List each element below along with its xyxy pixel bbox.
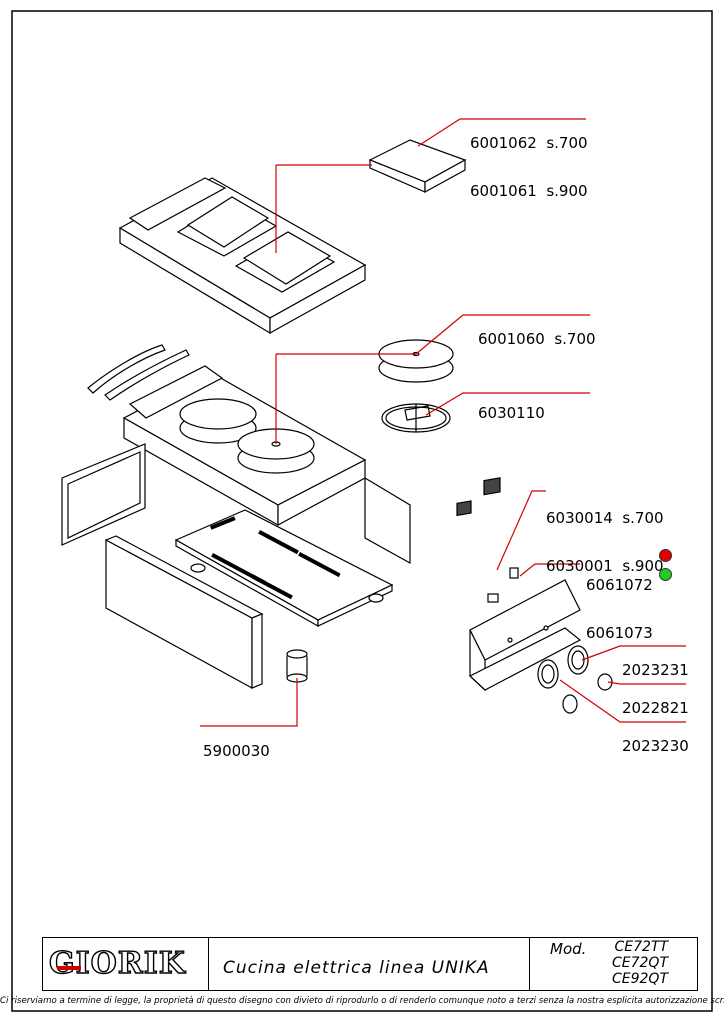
part-number: 2023231: [622, 661, 689, 679]
mod-label: Mod.: [550, 940, 587, 958]
logo-text: GIORIK: [48, 945, 186, 981]
trims: [87, 344, 190, 401]
plate-bracket-part: [381, 403, 451, 433]
product-description: Cucina elettrica linea UNIKA: [223, 958, 490, 978]
title-block: GIORIK Cucina elettrica linea UNIKA Mod.…: [42, 937, 698, 991]
part-number: 2022821: [622, 699, 689, 717]
part-label-knob-small: 2022821: [622, 668, 689, 732]
part-number: 6061072: [586, 576, 653, 594]
knob-parts: [537, 645, 613, 714]
model-code: CE72TT: [614, 939, 668, 955]
switch-parts: [456, 477, 519, 603]
part-number: 6001060 s.700: [478, 330, 596, 348]
part-label-pilot-lamps: 6061072 6061073: [586, 545, 653, 657]
part-number: 6030001 s.900: [546, 557, 664, 575]
round-plate-part: [378, 339, 454, 383]
part-label-knob-large: 2023231: [622, 630, 689, 694]
part-number: 6001061 s.900: [470, 182, 588, 200]
foot-part: [286, 649, 308, 683]
model-box: Mod. CE72TT CE72QT CE92QT: [529, 938, 698, 990]
part-label-foot: 5900030: [203, 711, 270, 775]
part-number: 6030110: [478, 404, 545, 422]
square-plate-hob: [118, 177, 367, 335]
cabinet-panels: [61, 443, 411, 690]
part-label-knob-ring: 2023230: [622, 706, 689, 770]
green-lamp-dot: [659, 568, 672, 581]
base-tray: [174, 509, 394, 628]
round-plate-hob: [122, 365, 367, 527]
leader-lines: [200, 118, 686, 727]
model-code: CE92QT: [611, 971, 668, 987]
part-number: 5900030: [203, 742, 270, 760]
part-number: 2023230: [622, 737, 689, 755]
red-lamp-dot: [659, 549, 672, 562]
part-number: 6030014 s.700: [546, 509, 664, 527]
brand-logo: GIORIK: [43, 938, 209, 990]
part-number: 6001062 s.700: [470, 134, 588, 152]
part-label-switch: 6030014 s.700 6030001 s.900: [546, 478, 664, 590]
part-label-plate-bracket: 6030110: [478, 373, 545, 437]
part-label-round-plate: 6001060 s.700: [478, 299, 596, 363]
logo-red-bar: [57, 966, 81, 970]
model-code: CE72QT: [611, 955, 668, 971]
part-number: 6061073: [586, 624, 653, 642]
part-label-plate-hob: 6001062 s.700 6001061 s.900: [470, 103, 588, 215]
loose-square-plate: [368, 139, 467, 194]
control-panel: [468, 579, 582, 692]
copyright-footer: Ci riserviamo a termine di legge, la pro…: [0, 996, 724, 1006]
